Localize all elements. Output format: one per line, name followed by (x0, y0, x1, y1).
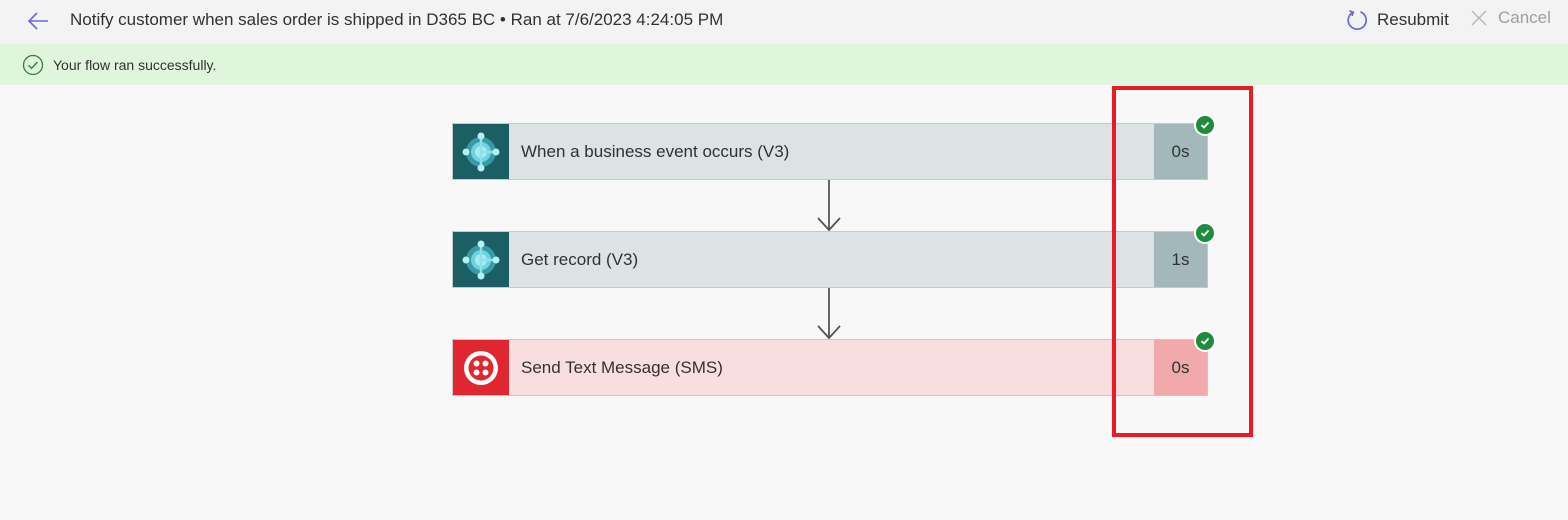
step-success-badge (1194, 222, 1216, 244)
business-central-icon (462, 240, 500, 279)
step-label: Get record (V3) (521, 249, 639, 269)
checkmark-icon (1200, 229, 1210, 237)
resubmit-label: Resubmit (1377, 10, 1449, 29)
success-banner: Your flow ran successfully. (0, 44, 1568, 85)
cancel-label: Cancel (1498, 8, 1551, 27)
connector-icon-box (453, 340, 509, 395)
refresh-icon (1347, 10, 1367, 31)
cancel-button[interactable]: Cancel (1470, 8, 1551, 28)
banner-message: Your flow ran successfully. (53, 57, 217, 73)
arrow-left-icon (27, 12, 48, 30)
step-success-badge (1194, 330, 1216, 352)
connector-icon-box (453, 232, 509, 287)
flow-step-get-record[interactable]: Get record (V3) 1s (452, 231, 1208, 288)
resubmit-button[interactable]: Resubmit (1345, 8, 1449, 32)
flow-step-send-sms[interactable]: Send Text Message (SMS) 0s (452, 339, 1208, 396)
step-label: Send Text Message (SMS) (521, 357, 723, 377)
close-icon (1471, 10, 1487, 26)
checkmark-icon (1200, 337, 1210, 345)
back-button[interactable] (24, 8, 52, 34)
step-label: When a business event occurs (V3) (521, 141, 790, 161)
business-central-icon (462, 132, 500, 171)
arrow-down-icon (817, 180, 841, 232)
step-success-badge (1194, 114, 1216, 136)
twilio-icon (464, 350, 498, 385)
flow-step-trigger[interactable]: When a business event occurs (V3) 0s (452, 123, 1208, 180)
success-check-circle-icon (22, 54, 44, 76)
checkmark-icon (1200, 121, 1210, 129)
run-header: Notify customer when sales order is ship… (0, 0, 1568, 44)
connector-icon-box (453, 124, 509, 179)
page-title: Notify customer when sales order is ship… (70, 10, 724, 29)
arrow-down-icon (817, 288, 841, 340)
